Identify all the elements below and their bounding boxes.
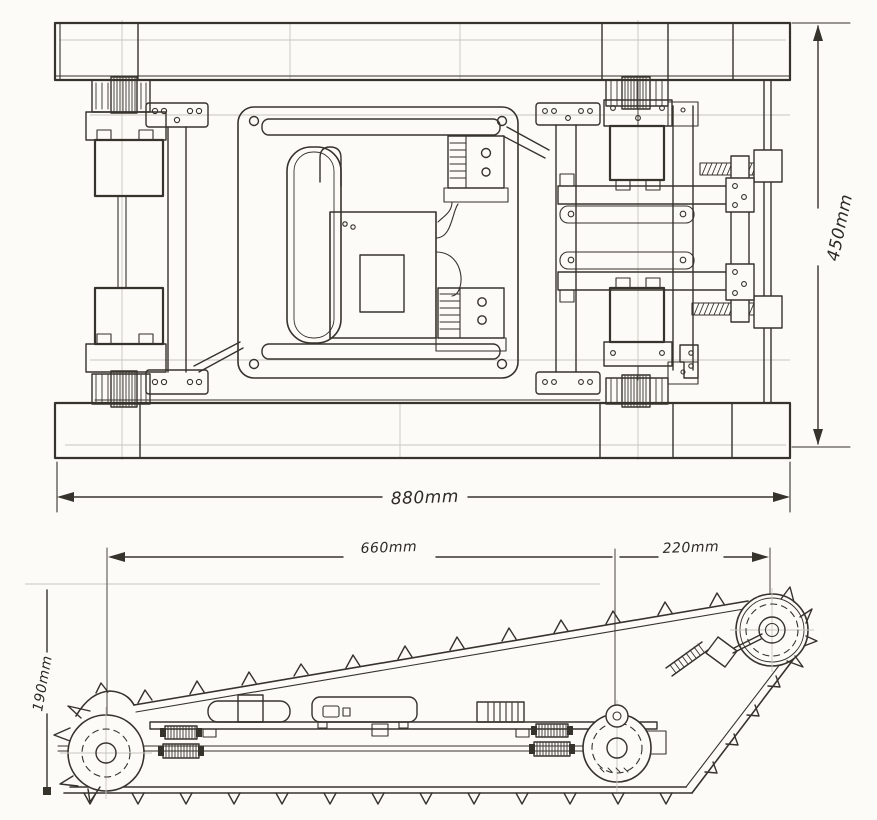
battery-cable — [319, 146, 342, 187]
side-view: 660mm 220mm 190mm — [25, 539, 818, 805]
bottom-left-gear — [91, 373, 151, 405]
t-bracket-lower — [145, 369, 209, 395]
left-drive-assembly — [85, 76, 167, 408]
dim-label-190: 190mm — [30, 654, 56, 712]
terminal-block-upper — [443, 135, 509, 203]
lift-mechanism — [555, 76, 783, 408]
idler-wheel — [730, 586, 818, 672]
diagonal-brace-right — [502, 126, 550, 159]
track-outline — [63, 592, 803, 805]
roller-cluster-left — [158, 725, 204, 759]
dim-label-660: 660mm — [360, 539, 417, 557]
axle-shaft — [117, 195, 127, 289]
dim-450: 450mm — [791, 22, 857, 448]
top-track-band — [53, 21, 792, 82]
dim-label-450: 450mm — [823, 192, 857, 263]
front-cross-strip — [261, 118, 501, 136]
cross-beam — [145, 102, 244, 395]
dim-220: 220mm — [619, 539, 769, 562]
controller-side — [311, 696, 418, 729]
right-motor-upper — [608, 124, 666, 182]
tie-rod — [57, 745, 601, 752]
drive-sprocket — [53, 705, 152, 803]
side-guides — [25, 547, 771, 719]
right-motor-lower — [608, 286, 666, 344]
top-view: 450mm 880mm — [53, 20, 857, 513]
track-cleats-rear — [704, 675, 781, 774]
slider-block-lower — [753, 295, 783, 329]
dim-label-220: 220mm — [662, 539, 719, 557]
right-brackets — [502, 102, 699, 395]
dim-880: 880mm — [56, 461, 791, 513]
diagonal-brace — [193, 341, 244, 373]
top-bearing-plate — [85, 111, 167, 141]
corner-holes — [248, 115, 508, 370]
track-cleats-top — [137, 592, 725, 704]
heatsink-block — [476, 701, 525, 723]
chassis-deck — [57, 694, 658, 752]
construction-lines — [60, 20, 790, 460]
cross-slat — [559, 205, 695, 224]
rail-right — [672, 105, 694, 371]
roller-cluster-right — [529, 723, 575, 757]
slider-block-upper — [753, 149, 783, 183]
tension-screw — [665, 633, 763, 677]
cross-slat — [559, 251, 695, 270]
dim-660: 660mm — [108, 539, 613, 562]
bottom-bearing-plate — [85, 343, 167, 373]
rail-left — [555, 124, 577, 373]
dim-label-880: 880mm — [390, 487, 459, 509]
beam — [167, 126, 187, 373]
wiring — [435, 201, 462, 297]
tensioner-bracket — [725, 155, 755, 323]
left-motor-upper — [93, 138, 165, 198]
idler-teeth — [780, 586, 818, 668]
road-wheel — [582, 700, 667, 792]
track-cleats-bottom — [83, 792, 673, 805]
battery-pack — [286, 146, 342, 344]
cross-slat — [557, 185, 729, 205]
chassis-plate — [237, 106, 519, 379]
outer-axle — [763, 79, 772, 404]
battery-side — [207, 694, 291, 723]
t-bracket-upper — [145, 102, 209, 128]
tension-nut — [705, 636, 738, 668]
dim-190: 190mm — [30, 589, 56, 795]
sprocket-spikes — [53, 705, 101, 803]
track-hump — [75, 690, 135, 717]
terminal-block-lower — [435, 287, 507, 352]
chip — [359, 254, 405, 313]
control-board — [329, 211, 437, 339]
bottom-track-band — [53, 399, 792, 460]
